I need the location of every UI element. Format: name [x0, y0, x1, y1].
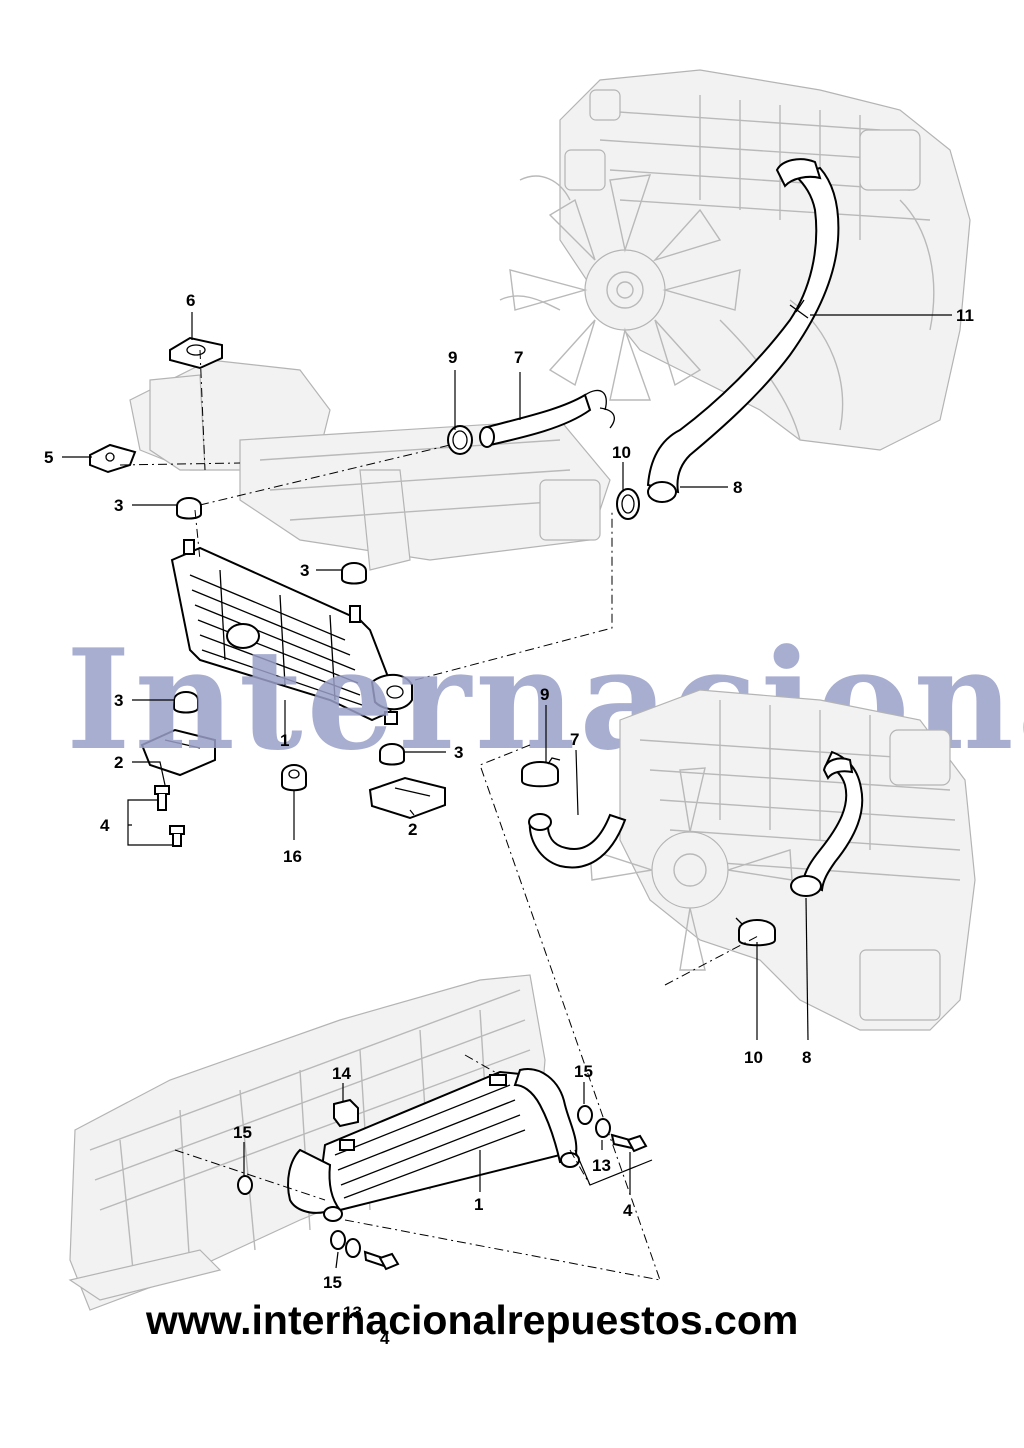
part-4-bolt-lower-right[interactable] — [610, 1133, 648, 1153]
part-3-grommet-bottom-left[interactable] — [173, 691, 199, 714]
part-4-bolt-upper-a[interactable] — [154, 785, 170, 811]
callout-4-upper: 4 — [100, 816, 110, 835]
callout-3-bottom-right: 3 — [454, 743, 463, 762]
part-15-nut-right[interactable] — [577, 1105, 593, 1125]
callout-15-right: 15 — [574, 1062, 593, 1081]
middle-engine-illustration — [589, 689, 976, 1031]
callout-11: 11 — [956, 306, 974, 325]
website-url[interactable]: www.internacionalrepuestos.com — [145, 1297, 798, 1343]
part-3-grommet-top-left[interactable] — [176, 497, 202, 520]
callout-3-bottom-left: 3 — [114, 691, 123, 710]
part-9-clamp-middle[interactable] — [521, 757, 561, 788]
part-10-hose-clamp[interactable] — [616, 488, 640, 520]
part-15-nut-bottom[interactable] — [330, 1230, 346, 1250]
part-9-hose-clamp[interactable] — [447, 425, 473, 455]
upper-reference-lines — [119, 349, 613, 681]
part-1-intercooler-lower[interactable] — [287, 1068, 580, 1222]
part-13-washer-right[interactable] — [595, 1118, 611, 1138]
callout-4-lower-right: 4 — [623, 1201, 633, 1220]
callout-4-lower-bottom: 4 — [380, 1329, 390, 1348]
callout-6: 6 — [186, 291, 195, 310]
callout-2-right: 2 — [408, 820, 417, 839]
callout-15-left: 15 — [233, 1123, 252, 1142]
part-14-sensor[interactable] — [333, 1098, 359, 1128]
callout-16: 16 — [283, 847, 302, 866]
part-8-outlet-hose[interactable] — [646, 158, 840, 503]
part-5-clip-nut[interactable] — [89, 443, 137, 474]
middle-reference-lines — [479, 744, 761, 1281]
callout-labels: 6 9 7 11 10 8 5 3 3 3 3 1 2 2 4 16 9 7 1… — [44, 291, 974, 1348]
part-16-bushing[interactable] — [281, 764, 307, 792]
callout-3-top-right: 3 — [300, 561, 309, 580]
callout-14: 14 — [332, 1064, 351, 1083]
callout-2-left: 2 — [114, 753, 123, 772]
callout-1-lower: 1 — [474, 1195, 483, 1214]
callout-13-right: 13 — [592, 1156, 611, 1175]
part-3-grommet-top-right[interactable] — [341, 562, 367, 585]
part-13-washer-bottom[interactable] — [345, 1238, 361, 1258]
upper-engine-illustration — [499, 69, 971, 451]
callout-8-upper: 8 — [733, 478, 742, 497]
callout-7-upper: 7 — [514, 348, 523, 367]
callout-1-upper: 1 — [280, 731, 289, 750]
part-4-bolt-upper-b[interactable] — [169, 825, 185, 847]
callout-9-upper: 9 — [448, 348, 457, 367]
part-10-clamp-middle[interactable] — [735, 917, 776, 947]
leader-lines — [62, 312, 952, 1269]
callout-10-middle: 10 — [744, 1048, 763, 1067]
part-8-hose-middle[interactable] — [790, 750, 864, 897]
upper-frame-illustration — [129, 359, 611, 571]
lower-radiator-support-illustration — [68, 974, 546, 1311]
callout-5: 5 — [44, 448, 53, 467]
callout-10-upper: 10 — [612, 443, 631, 462]
callout-9-middle: 9 — [540, 685, 549, 704]
part-1-intercooler-upper[interactable] — [170, 539, 413, 725]
part-2-bracket-right[interactable] — [368, 776, 446, 820]
callout-13-bottom: 13 — [343, 1303, 362, 1322]
part-6-bracket[interactable] — [169, 336, 223, 370]
part-7-intake-hose[interactable] — [479, 389, 615, 448]
callout-7-middle: 7 — [570, 730, 579, 749]
lower-reference-lines — [174, 1054, 661, 1281]
part-15-nut-left[interactable] — [237, 1175, 253, 1195]
part-11-cable-tie[interactable] — [789, 299, 809, 319]
callout-15-bottom: 15 — [323, 1273, 342, 1292]
callout-3-top-left: 3 — [114, 496, 123, 515]
upper-fan-illustration — [509, 174, 741, 401]
part-7-hose-middle[interactable] — [528, 813, 627, 869]
part-4-bolt-lower-bottom[interactable] — [363, 1250, 400, 1271]
callout-8-middle: 8 — [802, 1048, 811, 1067]
